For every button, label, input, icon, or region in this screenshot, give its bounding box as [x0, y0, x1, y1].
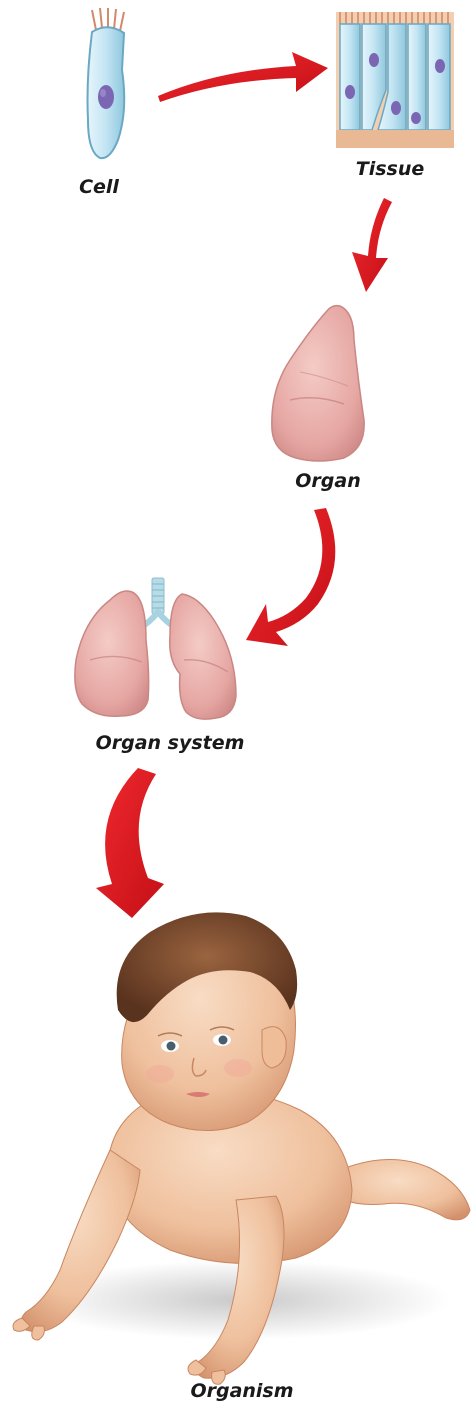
- label-organ: Organ: [295, 472, 360, 491]
- tissue-illustration: [336, 12, 454, 148]
- label-cell: Cell: [79, 178, 119, 197]
- organ-system-illustration: [75, 578, 236, 719]
- arrow-tissue-to-organ: [352, 198, 392, 292]
- arrow-cell-to-tissue: [158, 52, 328, 102]
- arrow-organ-to-organ-system: [246, 508, 335, 646]
- arrow-organ-system-to-organism: [96, 768, 164, 918]
- label-organism: Organism: [190, 1382, 293, 1401]
- label-organ-system: Organ system: [96, 734, 245, 753]
- organism-illustration: [13, 912, 470, 1384]
- cell-illustration: [88, 8, 125, 158]
- organ-illustration: [272, 306, 364, 461]
- label-tissue: Tissue: [356, 160, 425, 179]
